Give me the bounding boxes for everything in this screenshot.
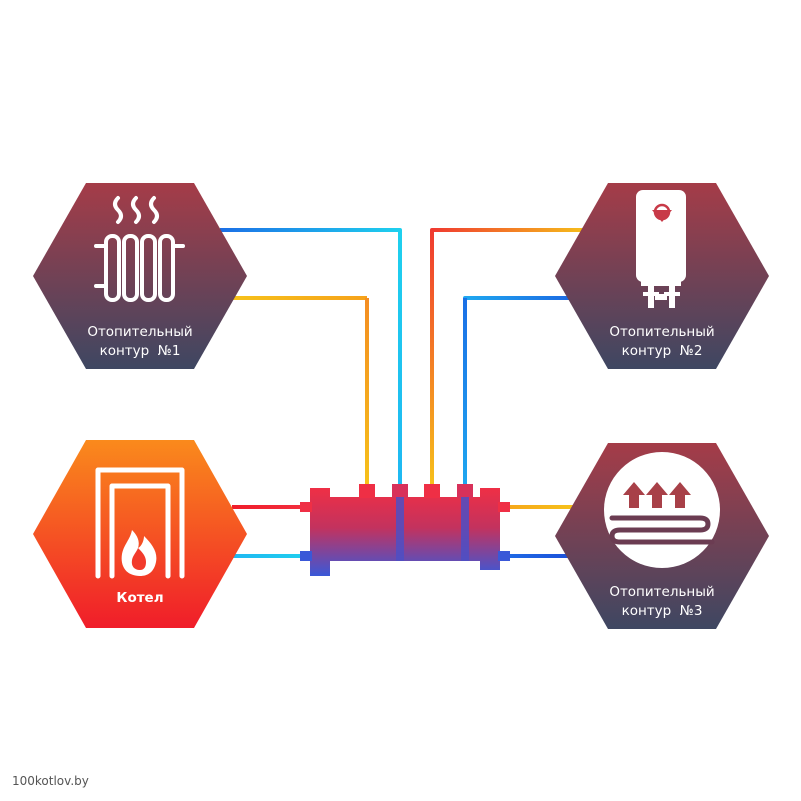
water-heater-icon	[636, 190, 686, 308]
node-circuit-2: Отопительный контур №2	[555, 183, 769, 369]
circuit-3-label-line1: Отопительный	[609, 584, 714, 600]
circuit-1-label-line2: контур №1	[100, 343, 181, 359]
boiler-flame-icon	[95, 467, 185, 579]
pipe-circuit2-return	[463, 296, 592, 490]
underfloor-heating-icon	[604, 452, 720, 568]
node-circuit-3: Отопительный контур №3	[555, 443, 769, 629]
hydraulic-manifold	[300, 484, 510, 576]
pipe-circuit1-return	[220, 228, 402, 490]
watermark: 100kotlov.by	[12, 774, 89, 788]
circuit-3-label-line2: контур №3	[622, 603, 703, 619]
circuit-2-label-line1: Отопительный	[609, 324, 714, 340]
circuit-1-label-line1: Отопительный	[87, 324, 192, 340]
node-boiler: Котел	[33, 440, 247, 628]
node-circuit-1: Отопительный контур №1	[33, 183, 247, 369]
circuit-2-label-line2: контур №2	[622, 343, 703, 359]
radiator-icon	[94, 196, 185, 302]
hexagon-boiler	[33, 440, 247, 628]
boiler-label: Котел	[116, 590, 163, 606]
